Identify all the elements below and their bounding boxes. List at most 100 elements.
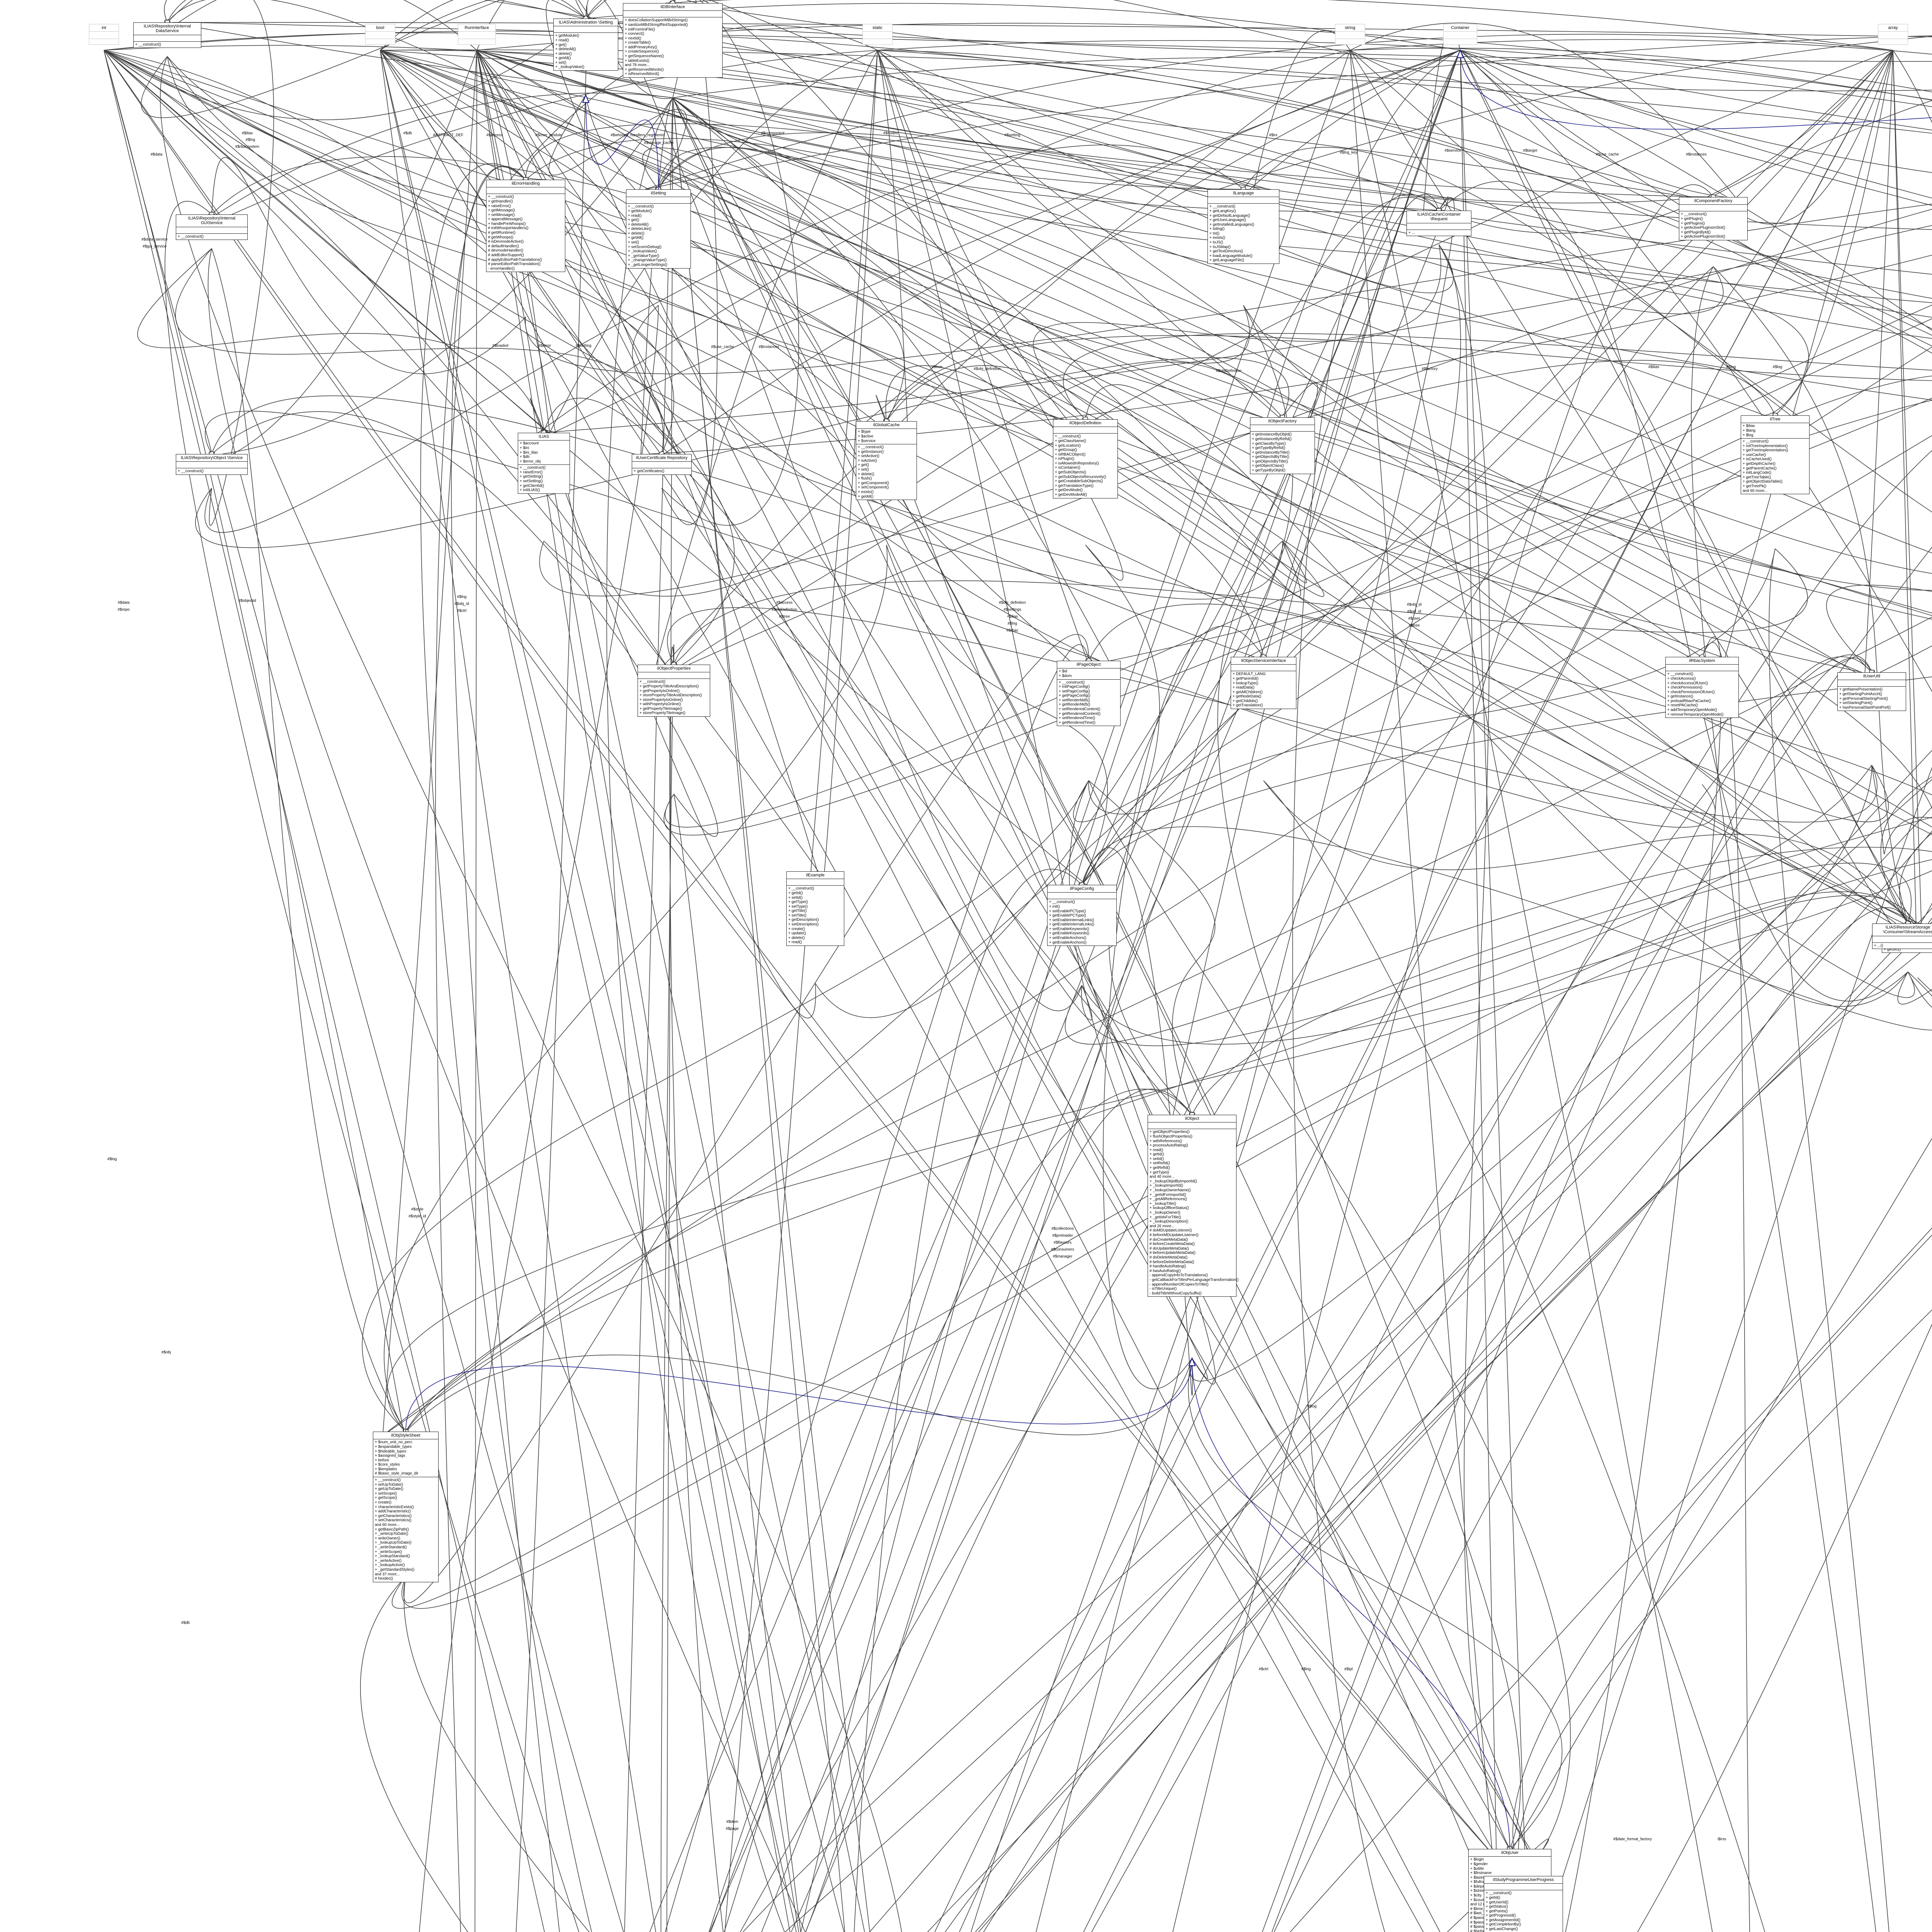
uml-class-node[interactable]: ilObject+ getObjectProperties()+ flushOb… (1148, 1115, 1238, 1297)
uml-attribute-compartment (1231, 665, 1296, 672)
uml-class-node[interactable]: static (862, 24, 893, 45)
aggregation-edge (384, 544, 888, 1435)
uml-class-node[interactable]: ilObjStyleSheet+ $num_unit_no_perc+ $exp… (373, 1432, 439, 1582)
edge-role-label: #$flavours (1053, 1240, 1072, 1245)
uml-operation: + getParentCache() (1743, 466, 1777, 471)
uml-operation-compartment: + __construct()+ raiseError()+ getSettin… (518, 465, 570, 493)
uml-class-title: ilObjUser (1469, 1849, 1551, 1857)
uml-class-node[interactable]: ilObjectProperties+ __construct()+ getPr… (638, 665, 710, 717)
edge-role-label: #$setting (575, 344, 592, 348)
edge-role-label: #$loaded (492, 344, 509, 348)
uml-class-node[interactable]: ilObjectFactory+ getInstanceByObjId()+ g… (1250, 417, 1315, 474)
uml-operation-compartment: + doesCollationSupportMB4Strings()+ sani… (623, 17, 722, 77)
uml-class-node[interactable]: ILIAS\Cache\Container \Request+ ... (1406, 211, 1471, 236)
uml-class-node[interactable]: ilDBInterface+ doesCollationSupportMB4St… (623, 3, 723, 78)
uml-operation-compartment (366, 39, 395, 44)
uml-class-node[interactable]: ILIAS\Repository\Internal DataService+ _… (133, 22, 201, 48)
uml-class-node[interactable]: ilPageObject+ $id+ $dom+ __construct()+ … (1057, 661, 1121, 726)
uml-class-node[interactable]: ilUserUtil+ getNamePresentation()+ getSt… (1837, 672, 1906, 711)
uml-class-node[interactable]: int (89, 24, 119, 45)
uml-operation-compartment (1878, 39, 1908, 44)
uml-class-node[interactable]: ilGlobalCache+ $type+ $active+ $service+… (856, 421, 917, 500)
uml-operation: # applyEditorPathTranslations() (488, 257, 542, 262)
association-edge (104, 50, 1064, 420)
uml-operation: + getTranslation() (1233, 703, 1263, 708)
uml-class-node[interactable]: ilLanguage+ __construct()+ getLangKey()+… (1208, 189, 1279, 264)
aggregation-edge (209, 411, 718, 837)
uml-class-node[interactable]: ilPageConfig+ __construct()+ init()+ set… (1047, 885, 1117, 946)
uml-operation: + getCompletionBy() (1486, 1922, 1521, 1927)
uml-class-title: ilObjectServiceInterface (1231, 657, 1296, 665)
uml-class-node[interactable]: ilObjectDefinition+ __construct()+ getCl… (1053, 419, 1118, 498)
uml-class-node[interactable]: ilSetting+ __construct()+ getModule()+ r… (626, 189, 691, 269)
uml-class-node[interactable]: Container (1443, 24, 1477, 45)
uml-operation: # hexdec() (375, 1577, 393, 1581)
uml-operation: + __construct() (1667, 672, 1693, 677)
association-edge (1460, 50, 1932, 692)
uml-operation: and 37 more... (375, 1572, 400, 1577)
uml-class-node[interactable]: ilErrorHandling+ __construct()+ getHandl… (486, 180, 565, 272)
uml-class-node[interactable]: string (1335, 24, 1365, 45)
uml-operation: + lookupType() (1233, 681, 1259, 685)
association-edge (1249, 50, 1461, 190)
edge-role-label: #$ref_id (1407, 609, 1422, 614)
uml-class-node[interactable]: bool (365, 24, 395, 45)
uml-operation: + readData() (1233, 685, 1255, 690)
association-edge (682, 50, 1893, 665)
uml-class-node[interactable]: ilObjectServiceInterface+ DEFAULT_LANG+ … (1231, 657, 1296, 709)
uml-operation: + getUpToDate() (375, 1487, 403, 1492)
uml-class-node[interactable]: ilExample+ __construct()+ getId()+ setId… (786, 871, 844, 946)
uml-class-title: bool (366, 24, 395, 32)
association-edge (672, 57, 1932, 107)
uml-class-node[interactable]: ILIAS\Repository\Internal GUIService+ __… (176, 214, 248, 240)
uml-operation: + delete() (858, 472, 874, 476)
uml-class-node[interactable]: ilRbacSystem+ __construct()+ checkAccess… (1665, 657, 1739, 718)
association-edge (187, 22, 1350, 51)
uml-operation: + _getIdsForTitle() (1150, 1215, 1181, 1219)
uml-operation: + _getAllReferences() (1150, 1197, 1187, 1202)
uml-operation: + __construct() (178, 469, 204, 474)
uml-class-title: array (1878, 24, 1908, 32)
uml-operation: + getInstance() (858, 449, 884, 454)
association-edge (380, 50, 1932, 828)
uml-operation: + getDepthCache() (1743, 462, 1776, 466)
uml-operation: + read() (628, 213, 642, 218)
uml-attribute: + $num_unit_no_perc (375, 1440, 413, 1445)
association-edge (1893, 50, 1917, 924)
aggregation-edge (164, 0, 1932, 299)
uml-operation: + _lookupTitle() (1150, 1201, 1176, 1206)
uml-class-node[interactable]: ilTree+ $ilias+ $lang+ $log+ __construct… (1741, 415, 1810, 495)
uml-operation: + getDefaultLanguage() (1209, 213, 1250, 218)
aggregation-edge (1271, 657, 1875, 1932)
uml-operation: + getRefId() (1150, 1166, 1170, 1170)
uml-operation: + getLastChange() (1486, 1927, 1518, 1932)
uml-class-node[interactable]: ilComponentFactory+ __construct()+ getPl… (1679, 197, 1748, 240)
aggregation-edge (451, 166, 560, 1932)
uml-class-node[interactable]: ILIAS\ResourceStorage \Consumer\StreamAc… (1872, 923, 1932, 949)
uml-operation: + getTypeByObjId() (1252, 468, 1286, 473)
uml-operation: + getPropertyTileImage() (639, 706, 682, 711)
uml-operation: + _getIdForImportId() (1150, 1192, 1186, 1197)
uml-class-node[interactable]: ILIAS\Repository\Object \Service+ __cons… (176, 454, 248, 475)
association-edge (222, 97, 673, 454)
uml-attribute: + $lastname (1470, 1875, 1492, 1880)
association-edge (104, 50, 1255, 657)
uml-class-node[interactable]: ILIAS+ $account+ $ini+ $ini_ilias+ $db+ … (518, 433, 570, 494)
uml-class-node[interactable]: ilUserCertificate Repository+ getCertifi… (632, 454, 692, 475)
uml-attribute-compartment (863, 32, 892, 39)
edge-role-label: #$data_service (141, 237, 168, 242)
uml-class-node[interactable]: ilStudyProgrammeUserProgress+ __construc… (1484, 1876, 1563, 1932)
uml-attribute-compartment (1679, 205, 1747, 212)
uml-class-node[interactable]: array (1878, 24, 1908, 45)
uml-class-node[interactable]: ILIAS\Administration \Setting+ getModule… (553, 19, 618, 71)
uml-class-node[interactable]: RunInterface (458, 24, 496, 45)
uml-attribute: + $core_styles (375, 1463, 400, 1467)
uml-operation: + getAssignmentId() (1486, 1918, 1520, 1922)
uml-operation: + getUserId() (1486, 1900, 1509, 1905)
uml-attribute: + $dom (1059, 673, 1072, 678)
aggregation-edge (160, 56, 902, 1932)
uml-operation: + withPropertyIsOnline() (639, 702, 681, 707)
uml-attribute: # $last_login (1470, 1911, 1492, 1916)
